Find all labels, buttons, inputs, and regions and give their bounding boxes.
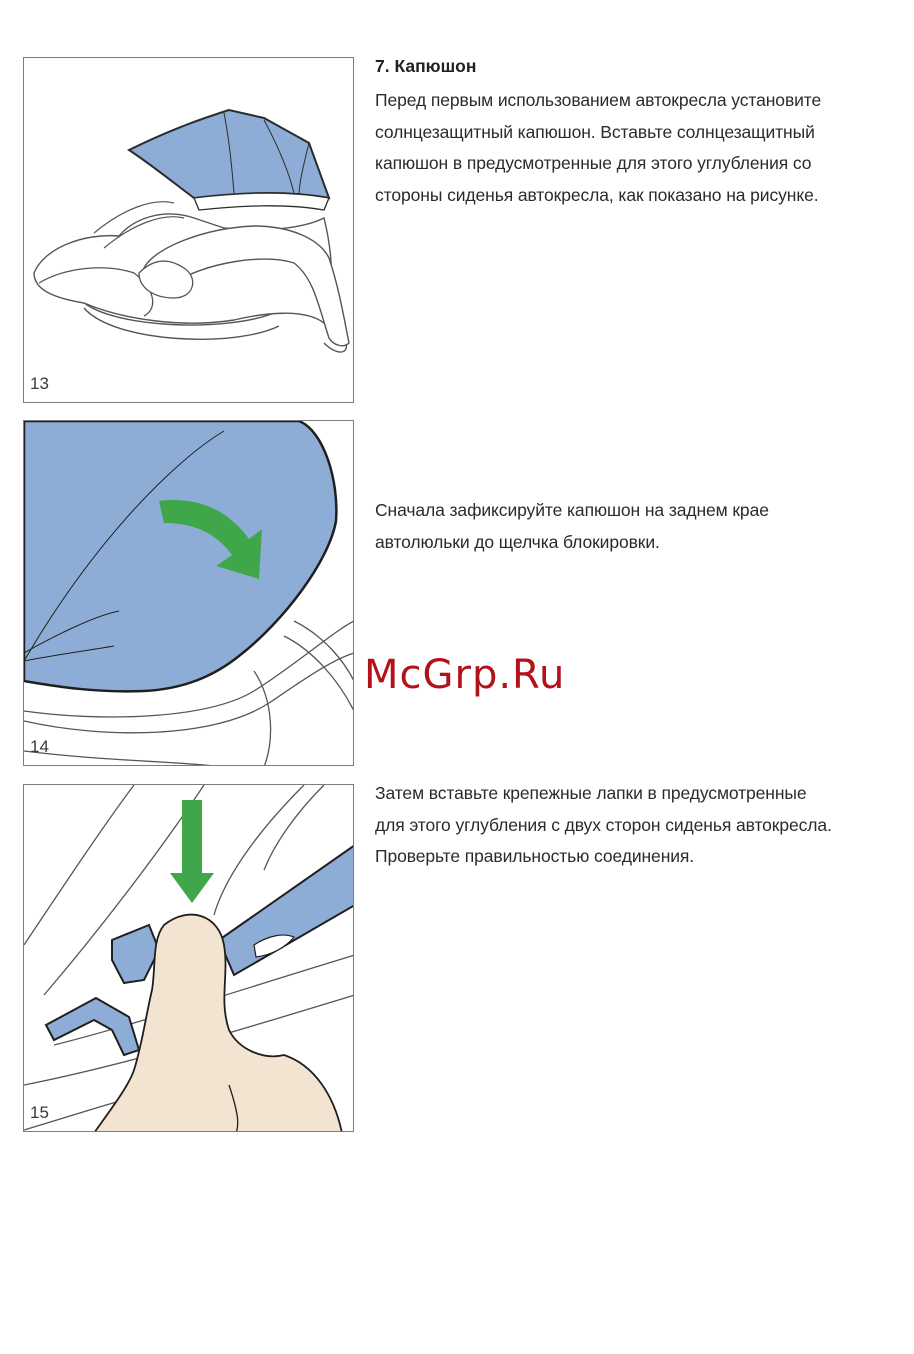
text-line: для этого углубления с двух сторон сиден… bbox=[375, 814, 832, 835]
canopy-attach-illustration bbox=[24, 421, 353, 765]
section-heading: 7. Капюшон bbox=[375, 56, 477, 76]
paragraph-install-canopy: Перед первым использованием автокресла у… bbox=[375, 85, 895, 211]
figure-number: 14 bbox=[30, 737, 49, 756]
text-line: капюшон в предусмотренные для этого углу… bbox=[375, 153, 812, 173]
text-line: стороны сиденья автокресла, как показано… bbox=[375, 184, 819, 205]
figure-number: 13 bbox=[30, 374, 49, 393]
attach-tabs-illustration bbox=[24, 785, 353, 1131]
text-line: автолюльки до щелчка блокировки. bbox=[375, 531, 660, 552]
watermark: McGrp.Ru bbox=[364, 652, 566, 698]
paragraph-insert-tabs: Затем вставьте крепежные лапки в предусм… bbox=[375, 778, 895, 873]
text-line: Проверьте правильностью соединения. bbox=[375, 846, 695, 866]
figure-14: 14 bbox=[23, 420, 354, 766]
paragraph-fix-canopy: Сначала зафиксируйте капюшон на заднем к… bbox=[375, 495, 895, 558]
text-line: Перед первым использованием автокресла у… bbox=[375, 90, 822, 110]
car-seat-canopy-illustration bbox=[33, 108, 350, 353]
figure-13: 13 bbox=[23, 57, 354, 403]
figure-number: 15 bbox=[30, 1103, 49, 1122]
green-arrow-icon bbox=[159, 500, 262, 579]
text-line: Затем вставьте крепежные лапки в предусм… bbox=[375, 783, 807, 803]
figure-15: 15 bbox=[23, 784, 354, 1132]
green-arrow-down-icon bbox=[170, 800, 214, 903]
text-line: Сначала зафиксируйте капюшон на заднем к… bbox=[375, 500, 769, 520]
text-line: солнцезащитный капюшон. Вставьте солнцез… bbox=[375, 121, 815, 142]
